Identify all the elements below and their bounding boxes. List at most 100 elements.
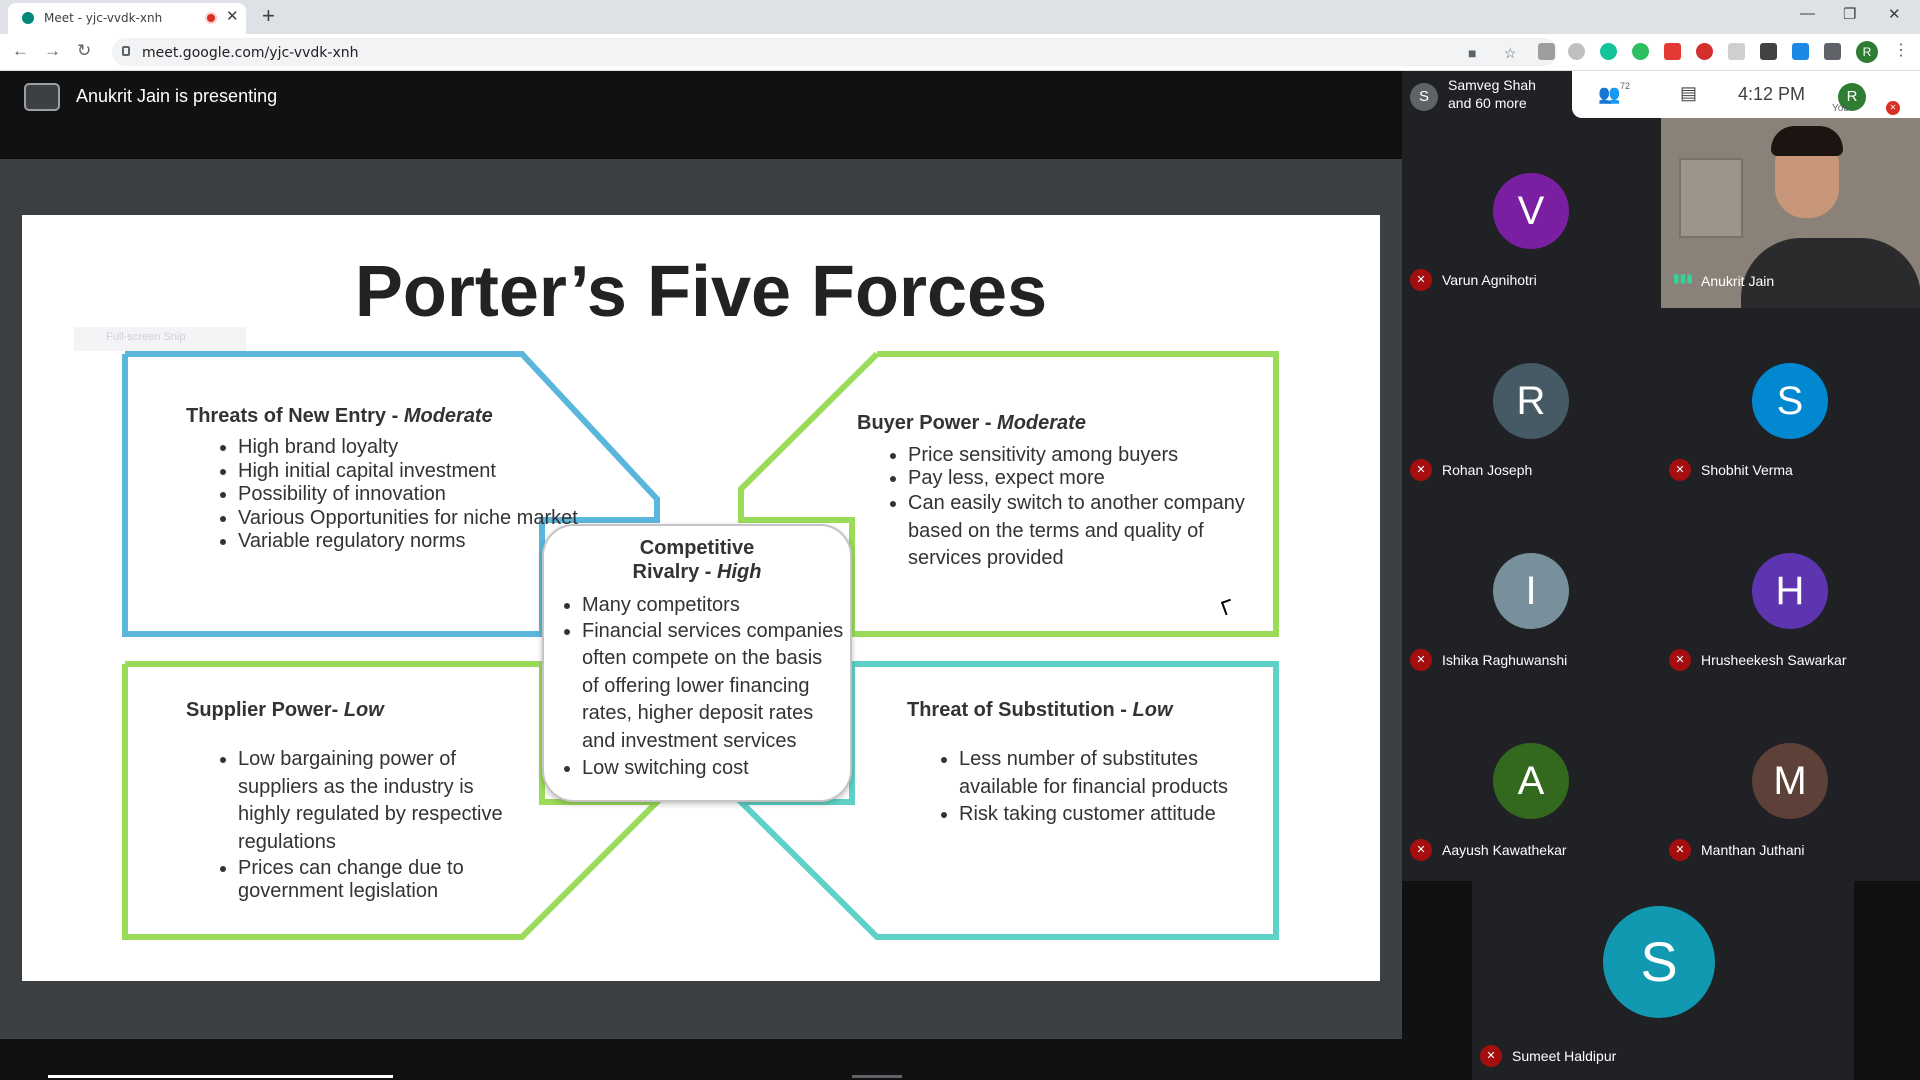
avatar: S: [1752, 363, 1828, 439]
list-item: Variable regulatory norms: [238, 530, 628, 554]
back-icon[interactable]: ←: [12, 41, 29, 60]
adblock-icon[interactable]: [1696, 43, 1713, 60]
lock-icon: [122, 46, 130, 56]
avatar: M: [1752, 743, 1828, 819]
evernote-icon[interactable]: [1632, 43, 1649, 60]
self-avatar[interactable]: R: [1838, 83, 1866, 111]
calendar-extension-icon[interactable]: [1664, 43, 1681, 60]
participant-name: Varun Agnihotri: [1442, 272, 1537, 288]
avatar: A: [1493, 743, 1569, 819]
extension-k-icon[interactable]: [1728, 43, 1745, 60]
extension-shield-icon[interactable]: [1760, 43, 1777, 60]
extensions-puzzle-icon[interactable]: [1824, 43, 1841, 60]
video-person-body: [1741, 238, 1920, 308]
list-item: Financial services companies often compe…: [582, 618, 844, 756]
substitution-outline: [733, 661, 1279, 940]
close-tab-icon[interactable]: ✕: [226, 8, 239, 25]
participant-tile[interactable]: V ✕ Varun Agnihotri: [1402, 118, 1660, 308]
participant-tile[interactable]: A ✕ Aayush Kawathekar: [1402, 688, 1660, 878]
mic-off-icon: ✕: [1480, 1045, 1502, 1067]
list-item: Possibility of innovation: [238, 483, 628, 507]
participant-name: Hrusheekesh Sawarkar: [1701, 652, 1847, 668]
extension-badge-icon[interactable]: [1792, 43, 1809, 60]
camera-icon[interactable]: ■: [1468, 45, 1477, 61]
list-item: Many competitors: [582, 594, 844, 618]
forward-icon[interactable]: →: [44, 41, 61, 60]
list-item: Price sensitivity among buyers: [908, 444, 1258, 467]
video-shelf: [1679, 158, 1743, 238]
list-item: Low bargaining power of suppliers as the…: [238, 746, 528, 857]
avatar: I: [1493, 553, 1569, 629]
browser-menu-icon[interactable]: ⋮: [1893, 42, 1909, 59]
meeting-controls: 👥 72 ▤ 4:12 PM R You ✕: [1572, 71, 1920, 118]
participant-tile[interactable]: I ✕ Ishika Raghuwanshi: [1402, 498, 1660, 688]
presenting-label: Anukrit Jain is presenting: [76, 86, 278, 106]
new-entry-outline: [122, 351, 660, 637]
participant-name: Aayush Kawathekar: [1442, 842, 1567, 858]
participant-name: Rohan Joseph: [1442, 462, 1533, 478]
presenter-video-tile[interactable]: ▮▮▮ Anukrit Jain: [1661, 118, 1920, 308]
buyer-title: Buyer Power - Moderate: [857, 412, 1086, 434]
new-entry-title: Threats of New Entry - Moderate: [186, 405, 493, 427]
people-icon[interactable]: 👥: [1598, 84, 1621, 104]
people-count: 72: [1620, 81, 1631, 91]
reload-icon[interactable]: ↻: [77, 41, 92, 60]
participant-name: Ishika Raghuwanshi: [1442, 652, 1568, 668]
mic-off-icon: ✕: [1410, 459, 1432, 481]
presentation-stage: Anukrit Jain is presenting Porter’s Five…: [0, 71, 1402, 1080]
participant-tile[interactable]: R ✕ Rohan Joseph: [1402, 308, 1660, 498]
profile-avatar[interactable]: R: [1856, 41, 1878, 63]
rivalry-title: Competitive Rivalry - High: [632, 537, 762, 583]
extension-off-icon[interactable]: [1538, 43, 1555, 60]
extension-cloud-icon[interactable]: [1568, 43, 1585, 60]
chat-icon[interactable]: ▤: [1680, 83, 1698, 103]
video-person-hair: [1771, 126, 1843, 156]
mic-off-icon: ✕: [1410, 839, 1432, 861]
list-item: Can easily switch to another company bas…: [908, 490, 1258, 573]
mic-off-icon: ✕: [1669, 839, 1691, 861]
participant-tile[interactable]: M ✕ Manthan Juthani: [1661, 688, 1919, 878]
participant-tile[interactable]: H ✕ Hrusheekesh Sawarkar: [1661, 498, 1919, 688]
list-item: Risk taking customer attitude: [959, 801, 1249, 829]
slide: Porter’s Five Forces Full-screen Snip Th…: [22, 215, 1380, 981]
featured-participant-tile[interactable]: S ✕ Sumeet Haldipur: [1472, 881, 1854, 1080]
avatar: R: [1493, 363, 1569, 439]
recording-indicator-icon: [205, 12, 217, 24]
progress-line: [48, 1075, 393, 1078]
avatar: S: [1410, 83, 1438, 111]
new-entry-list: High brand loyalty High initial capital …: [188, 436, 628, 554]
address-bar[interactable]: meet.google.com/yjc-vvdk-xnh ■ ☆: [112, 38, 1557, 66]
mic-off-icon: ✕: [1886, 101, 1900, 115]
list-item: Less number of substitutes available for…: [959, 746, 1249, 801]
list-item: Prices can change due to government legi…: [238, 857, 528, 904]
avatar: V: [1493, 173, 1569, 249]
presenter-screen-icon: [24, 83, 60, 111]
buyer-outline: [738, 351, 1279, 637]
participant-name: Anukrit Jain: [1701, 273, 1775, 289]
restore-icon[interactable]: ❐: [1843, 6, 1857, 23]
mic-off-icon: ✕: [1410, 269, 1432, 291]
close-window-icon[interactable]: ✕: [1888, 6, 1901, 23]
bookmark-star-icon[interactable]: ☆: [1504, 45, 1517, 61]
minimize-icon[interactable]: —: [1800, 5, 1815, 22]
meeting-time: 4:12 PM: [1738, 84, 1806, 104]
browser-tab-bar: Meet - yjc-vvdk-xnh ✕ + — ❐ ✕: [0, 0, 1920, 34]
participant-name: Sumeet Haldipur: [1512, 1048, 1617, 1064]
rivalry-box: Competitive Rivalry - High Many competit…: [542, 524, 852, 802]
browser-tab[interactable]: Meet - yjc-vvdk-xnh ✕: [8, 3, 246, 34]
list-item: Various Opportunities for niche market: [238, 507, 628, 531]
mic-off-icon: ✕: [1669, 649, 1691, 671]
self-label: You: [1832, 103, 1849, 114]
list-item: Low switching cost: [582, 755, 844, 783]
new-tab-button[interactable]: +: [262, 3, 275, 28]
participant-name: Manthan Juthani: [1701, 842, 1805, 858]
participant-tile[interactable]: S ✕ Shobhit Verma: [1661, 308, 1919, 498]
speaking-icon: ▮▮▮: [1673, 271, 1693, 285]
buyer-list: Price sensitivity among buyers Pay less,…: [858, 444, 1258, 573]
supplier-list: Low bargaining power of suppliers as the…: [188, 746, 528, 904]
grammarly-icon[interactable]: [1600, 43, 1617, 60]
url-text: meet.google.com/yjc-vvdk-xnh: [142, 45, 359, 61]
